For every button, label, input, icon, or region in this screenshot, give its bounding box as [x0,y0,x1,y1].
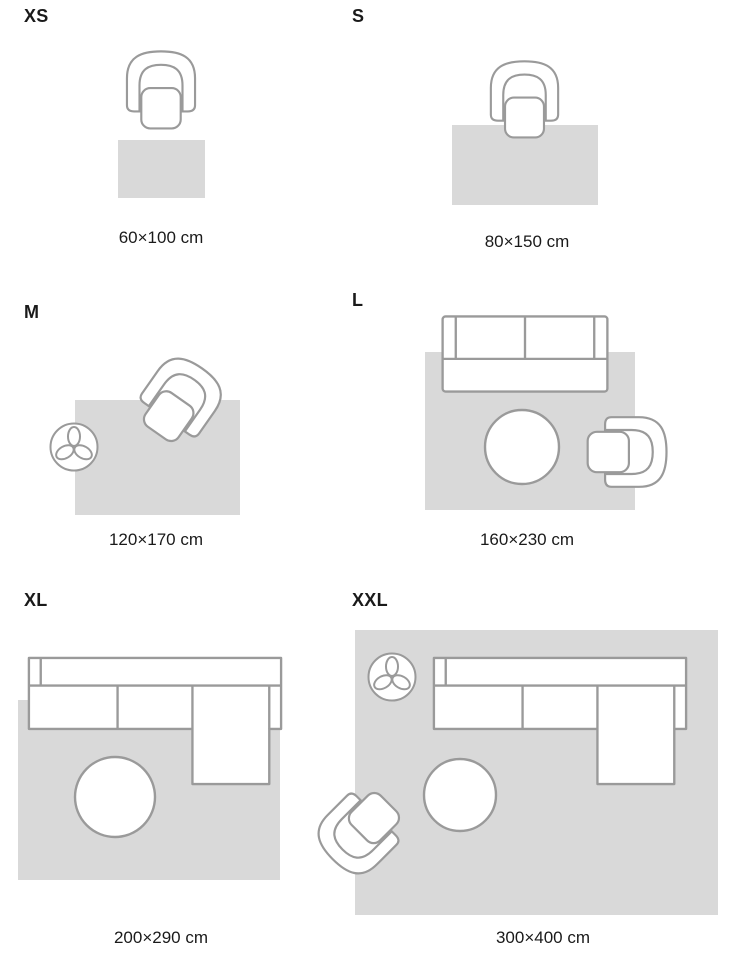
plant-icon [49,422,99,472]
dimension-label-s: 80×150 cm [484,232,570,251]
plant-icon [367,652,417,702]
dimension-label-xl: 200×290 cm [113,928,209,947]
coffee-table-icon [483,408,561,486]
size-block-l: L 160×230 cm [340,284,710,580]
armchair-icon [125,50,197,130]
rug [118,140,205,198]
sofa-icon [441,315,609,393]
size-label-xxl: XXL [352,590,388,610]
size-block-xxl: XXL 300×400 cm [305,582,730,960]
size-block-s: S 80×150 cm [340,6,680,290]
rug-diagram-m [49,347,240,515]
size-label-xs: XS [24,6,49,26]
dimension-label-xs: 60×100 cm [118,228,204,247]
rug-diagram-xxl [307,630,718,915]
rug-diagram-s [452,60,598,205]
coffee-table-icon [422,757,498,833]
size-label-s: S [352,6,365,26]
rug-diagram-xs [118,50,205,198]
size-block-xs: XS 60×100 cm [16,6,336,290]
coffee-table-icon [73,755,157,839]
dimension-label-xxl: 300×400 cm [495,928,591,947]
rug-diagram-l [425,315,668,510]
size-block-xl: XL 200×290 cm [8,582,348,960]
dimension-label-m: 120×170 cm [108,530,204,549]
rug-diagram-xl [18,656,283,880]
dimension-label-l: 160×230 cm [479,530,575,549]
size-label-xl: XL [24,590,48,610]
size-block-m: M 120×170 cm [16,296,336,580]
size-label-l: L [352,290,364,310]
size-label-m: M [24,302,40,322]
